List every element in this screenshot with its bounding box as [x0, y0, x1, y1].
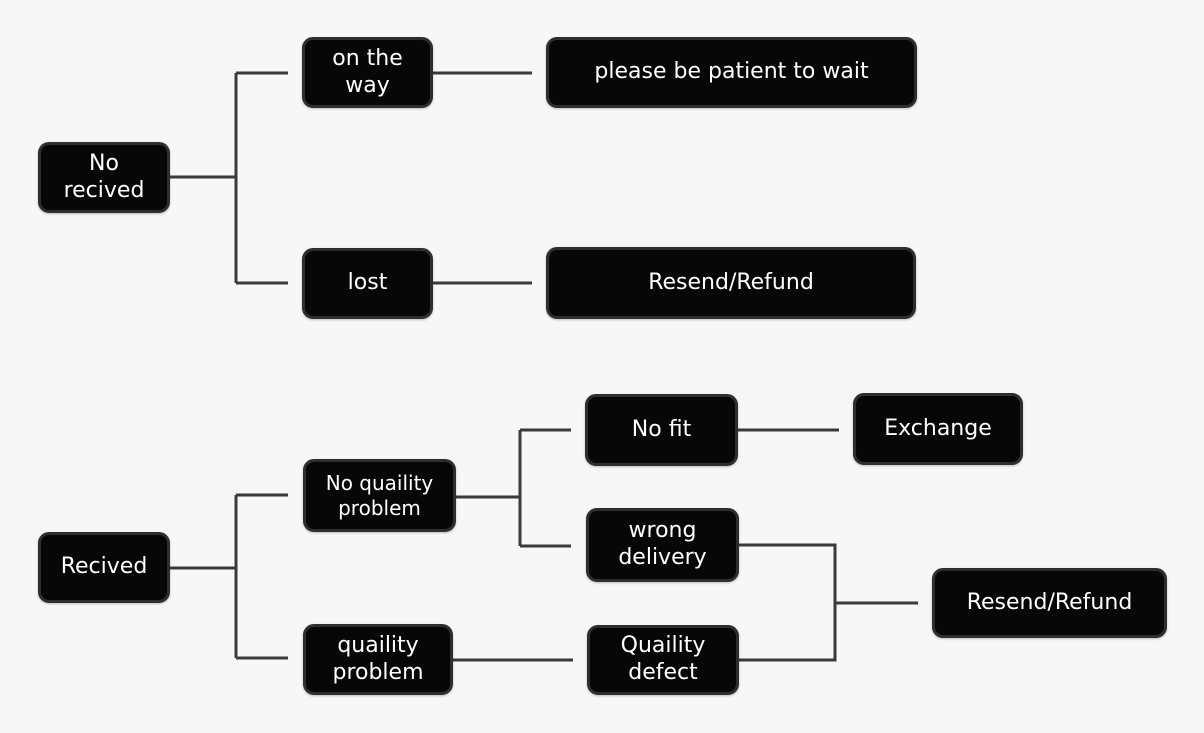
node-lost: lost — [302, 248, 433, 319]
node-resend-refund-bottom: Resend/Refund — [932, 568, 1167, 638]
edge-quaility-defect-to-merge — [739, 603, 837, 662]
node-no-recived: No recived — [38, 142, 170, 213]
edge-wrong-delivery-to-merge — [739, 543, 837, 603]
node-no-fit: No fit — [585, 394, 738, 466]
node-resend-refund-top: Resend/Refund — [546, 247, 916, 319]
node-quaility-defect: Quaility defect — [587, 625, 739, 695]
edge-no-quaility-problem-branch — [456, 430, 522, 546]
node-wrong-delivery: wrong delivery — [586, 508, 739, 582]
node-no-quaility-problem: No quaility problem — [303, 459, 456, 532]
edge-no-recived-branch — [170, 73, 238, 283]
node-recived: Recived — [38, 532, 170, 603]
node-quaility-problem: quaility problem — [303, 624, 453, 695]
node-please-be-patient: please be patient to wait — [546, 37, 917, 108]
node-exchange: Exchange — [853, 393, 1023, 465]
edge-recived-branch — [170, 495, 238, 658]
node-on-the-way: on the way — [302, 37, 433, 108]
